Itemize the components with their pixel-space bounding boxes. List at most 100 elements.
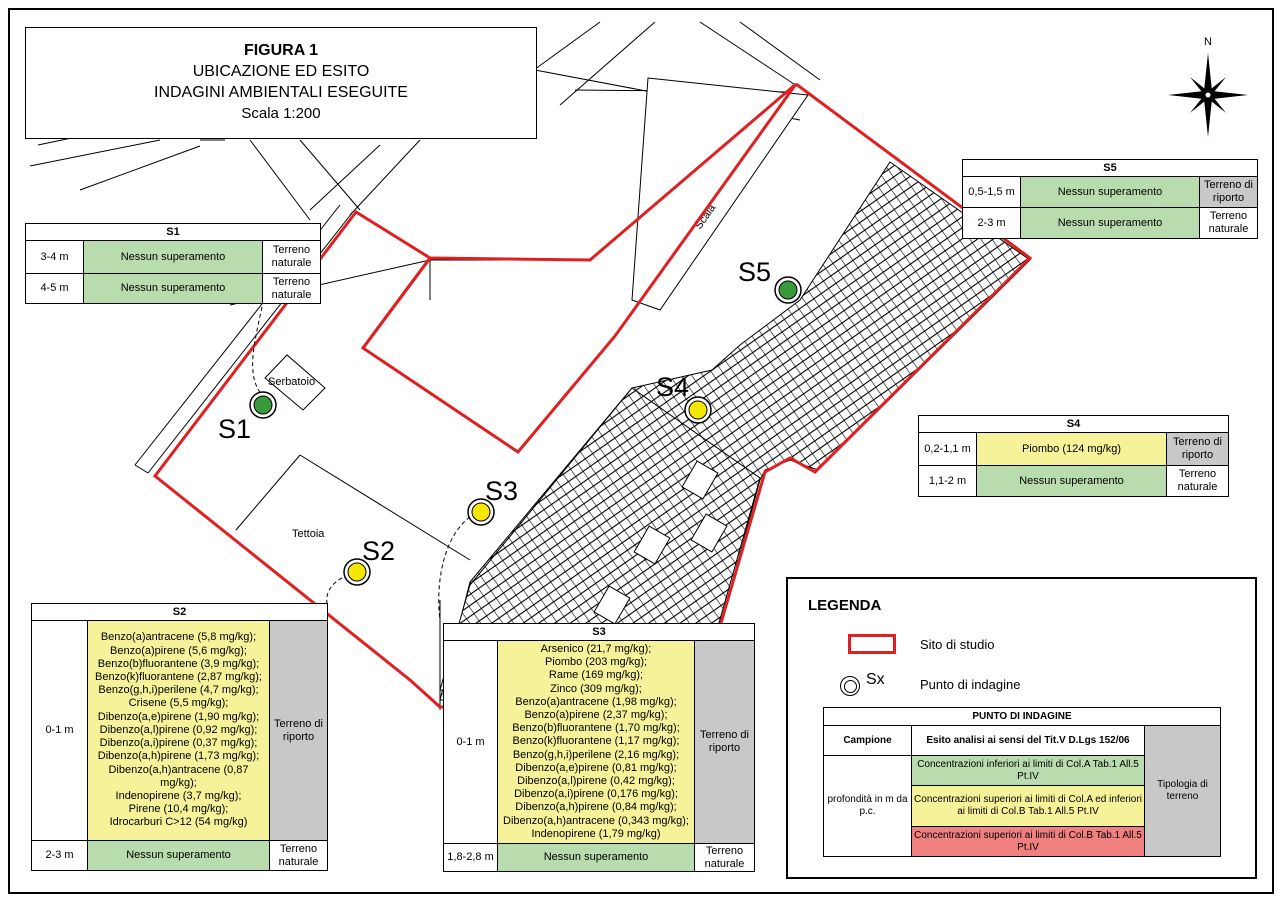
- result-list: Benzo(a)antracene (5,8 mg/kg);Benzo(a)pi…: [87, 620, 270, 841]
- point-label-s5: S5: [738, 257, 771, 287]
- site-boundary-swatch: [848, 634, 896, 654]
- survey-point-label: Punto di indagine: [920, 677, 1021, 692]
- result-item: Indenopirene (3,7 mg/kg);: [115, 789, 242, 802]
- legend: LEGENDA Sito di studio Sx Punto di indag…: [786, 577, 1257, 879]
- point-label-s2: S2: [362, 536, 395, 566]
- table-title: S3: [443, 623, 755, 641]
- depth-cell: 0,5-1,5 m: [962, 176, 1021, 208]
- depth-cell: 3-4 m: [25, 240, 84, 274]
- result-item: Dibenzo(a,h)antracene (0,343 mg/kg);: [503, 814, 689, 827]
- soil-type-cell: Terreno naturale: [262, 240, 321, 274]
- result-item: Rame (169 mg/kg);: [548, 669, 644, 682]
- figure-scale: Scala 1:200: [241, 105, 321, 122]
- result-item: Indenopirene (1,79 mg/kg): [531, 827, 661, 840]
- result-item: Dibenzo(a,h)antracene (0,87 mg/kg);: [108, 763, 249, 789]
- leader-lines: [252, 306, 471, 621]
- soil-type-cell: Terreno naturale: [262, 273, 321, 304]
- result-item: Benzo(a)antracene (1,98 mg/kg);: [515, 695, 677, 708]
- roof-hatching: [439, 161, 1031, 701]
- soil-type-cell: Terreno naturale: [1199, 207, 1258, 239]
- result-item: Benzo(k)fluorantene (2,87 mg/kg);: [95, 671, 262, 684]
- result-item: Zinco (309 mg/kg);: [550, 682, 642, 695]
- result-item: Pirene (10,4 mg/kg);: [128, 803, 229, 816]
- soil-type-cell: Terreno di riporto: [1166, 432, 1229, 466]
- legend-row-red: Concentrazioni superiori ai limiti di Co…: [911, 826, 1145, 857]
- point-s5[interactable]: S5: [738, 257, 802, 304]
- result-item: Dibenzo(a,e)pirene (1,90 mg/kg);: [97, 710, 260, 723]
- legend-row-green: Concentrazioni inferiori ai limiti di Co…: [911, 755, 1145, 786]
- result-item: Piombo (203 mg/kg);: [544, 656, 648, 669]
- result-cell: Nessun superamento: [976, 465, 1167, 497]
- figure-number: FIGURA 1: [243, 42, 319, 59]
- figure-subtitle: INDAGINI AMBIENTALI ESEGUITE: [154, 84, 408, 101]
- point-s3[interactable]: S3: [467, 476, 518, 526]
- soil-type-cell: Terreno naturale: [269, 840, 328, 871]
- result-cell: Piombo (124 mg/kg): [976, 432, 1167, 466]
- table-s3: S3 0-1 m Arsenico (21,7 mg/kg);Piombo (2…: [443, 623, 755, 872]
- depth-cell: 2-3 m: [31, 840, 88, 871]
- result-cell: Nessun superamento: [1020, 176, 1200, 208]
- survey-points: S1 S2 S3 S4 S5: [218, 257, 802, 586]
- legend-table-title: PUNTO DI INDAGINE: [823, 707, 1221, 726]
- result-item: Dibenzo(a,l)pirene (0,42 mg/kg);: [517, 775, 675, 787]
- result-item: Benzo(k)fluorantene (1,17 mg/kg);: [512, 735, 680, 748]
- north-compass-icon: N: [1168, 36, 1248, 137]
- soil-type-cell: Terreno di riporto: [694, 640, 755, 844]
- survey-point-symbol-text: Sx: [866, 671, 885, 688]
- figure-title: UBICAZIONE ED ESITO: [192, 63, 370, 80]
- depth-cell: 4-5 m: [25, 273, 84, 304]
- result-cell: Nessun superamento: [497, 843, 695, 872]
- depth-cell: 0,2-1,1 m: [918, 432, 977, 466]
- table-s1: S1 3-4 m Nessun superamento Terreno natu…: [25, 223, 321, 304]
- soil-type-cell: Terreno naturale: [1166, 465, 1229, 497]
- point-s4[interactable]: S4: [656, 372, 712, 424]
- table-title: S2: [31, 603, 328, 621]
- depth-cell: 1,1-2 m: [918, 465, 977, 497]
- map-frame: [8, 8, 1274, 894]
- result-item: Benzo(b)fluorantene (3,9 mg/kg);: [97, 657, 260, 670]
- point-s2[interactable]: S2: [343, 536, 395, 586]
- soil-type-cell: Terreno di riporto: [269, 620, 328, 841]
- result-cell: Nessun superamento: [83, 273, 263, 304]
- result-item: Benzo(a)antracene (5,8 mg/kg);: [100, 631, 257, 644]
- result-item: Dibenzo(a,l)pirene (0,92 mg/kg);: [99, 723, 258, 736]
- compass-label: N: [1204, 36, 1212, 48]
- table-title: S1: [25, 223, 321, 241]
- site-boundary-label: Sito di studio: [920, 637, 995, 652]
- legend-col-result: Esito analisi ai sensi del Tit.V D.Lgs 1…: [911, 725, 1145, 756]
- serbatoio: Serbatoio: [264, 354, 326, 411]
- point-label-s3: S3: [485, 476, 518, 506]
- result-item: Dibenzo(a,i)pirene (0,176 mg/kg);: [514, 788, 678, 801]
- title-box: FIGURA 1 UBICAZIONE ED ESITO INDAGINI AM…: [25, 27, 537, 139]
- depth-cell: 0-1 m: [31, 620, 88, 841]
- result-item: Dibenzo(a,h)pirene (0,84 mg/kg);: [515, 801, 677, 814]
- serbatoio-label: Serbatoio: [268, 376, 315, 388]
- tettoia-label: Tettoia: [292, 528, 325, 540]
- result-cell: Nessun superamento: [83, 240, 263, 274]
- table-s4: S4 0,2-1,1 m Piombo (124 mg/kg) Terreno …: [918, 415, 1229, 497]
- point-label-s1: S1: [218, 414, 251, 444]
- legend-table: PUNTO DI INDAGINE Campione Esito analisi…: [823, 707, 1221, 857]
- legend-row-yellow: Concentrazioni superiori ai limiti di Co…: [911, 785, 1145, 827]
- survey-point-symbol-icon: [840, 676, 860, 696]
- point-s1[interactable]: S1: [218, 391, 277, 444]
- result-item: Benzo(a)pirene (2,37 mg/kg);: [524, 708, 668, 721]
- soil-type-cell: Terreno naturale: [694, 843, 755, 872]
- depth-cell: 1,8-2,8 m: [443, 843, 498, 872]
- table-title: S4: [918, 415, 1229, 433]
- result-item: Crisene (5,5 mg/kg);: [128, 697, 229, 710]
- result-item: Arsenico (21,7 mg/kg);: [540, 642, 652, 655]
- table-title: S5: [962, 159, 1258, 177]
- point-label-s4: S4: [656, 372, 689, 402]
- result-cell: Nessun superamento: [87, 840, 270, 871]
- result-item: Dibenzo(a,i)pirene (0,37 mg/kg);: [99, 737, 258, 750]
- depth-cell: 2-3 m: [962, 207, 1021, 239]
- depth-cell: 0-1 m: [443, 640, 498, 844]
- legend-title: LEGENDA: [808, 597, 882, 614]
- result-item: Benzo(b)fluorantene (1,70 mg/kg);: [512, 722, 680, 735]
- result-list: Arsenico (21,7 mg/kg);Piombo (203 mg/kg)…: [497, 640, 695, 844]
- legend-col-sample: Campione: [823, 725, 912, 756]
- result-item: Benzo(a)pirene (5,6 mg/kg);: [110, 644, 247, 657]
- result-cell: Nessun superamento: [1020, 207, 1200, 239]
